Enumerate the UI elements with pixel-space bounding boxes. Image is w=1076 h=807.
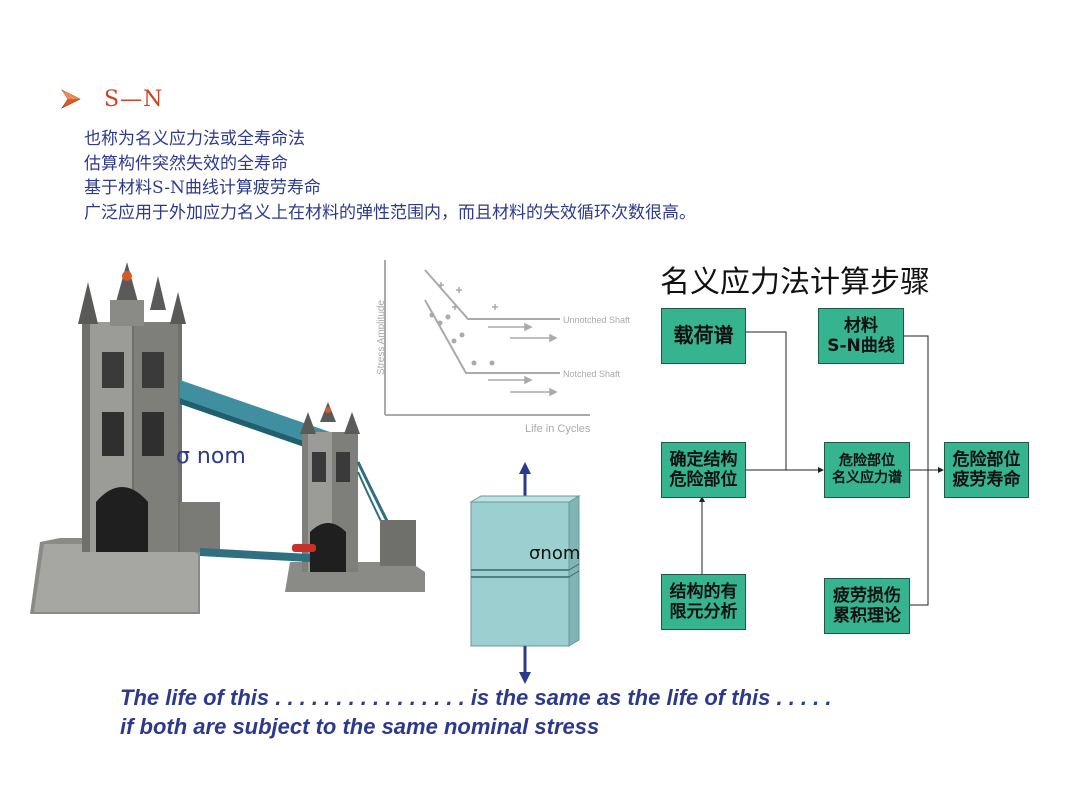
block-sigma-label: σnom — [529, 543, 580, 564]
arrow-bullet-icon — [61, 89, 81, 109]
flow-box-nominal-stress-spectrum: 危险部位 名义应力谱 — [824, 442, 910, 498]
unnotched-data-points — [438, 282, 498, 310]
heading-title: S—N — [104, 86, 164, 112]
description-line: 基于材料S-N曲线计算疲劳寿命 — [84, 178, 321, 198]
flow-box-damage-theory: 疲劳损伤 累积理论 — [824, 578, 910, 634]
flow-box-material-sn: 材料 S-N曲线 — [818, 308, 904, 364]
section-heading: S—N — [60, 84, 163, 114]
description-list: 也称为名义应力法或全寿命法 估算构件突然失效的全寿命 基于材料S-N曲线计算疲劳… — [84, 127, 696, 225]
unnotched-label: Unnotched Shaft — [563, 315, 631, 325]
specimen-block-illustration: σnom — [469, 462, 581, 684]
caption-line-1: The life of this . . . . . . . . . . . .… — [120, 685, 832, 710]
caption-line-2: if both are subject to the same nominal … — [120, 714, 600, 739]
description-line: 广泛应用于外加应力名义上在材料的弹性范围内，而且材料的失效循环次数很高。 — [84, 202, 696, 223]
unnotched-curve — [424, 269, 560, 320]
arrow-down-icon — [519, 672, 531, 684]
y-axis-label: Stress Amplitude — [376, 300, 387, 375]
bridge-sigma-label: σ nom — [176, 444, 246, 469]
flow-box-critical-location: 确定结构 危险部位 — [661, 442, 746, 498]
flow-box-finite-element: 结构的有 限元分析 — [661, 574, 746, 630]
notched-label: Notched Shaft — [563, 369, 621, 379]
notched-data-points — [429, 312, 495, 366]
x-axis-label: Life in Cycles — [525, 423, 591, 435]
arrow-up-icon — [519, 462, 531, 474]
steps-title: 名义应力法计算步骤 — [660, 265, 930, 300]
tower-bridge-illustration: σ nom — [30, 262, 425, 614]
sn-curve-chart: Stress Amplitude Life in Cycles Unnotche… — [376, 260, 631, 435]
description-line: 也称为名义应力法或全寿命法 — [84, 129, 305, 149]
runout-arrows — [488, 322, 558, 397]
flow-box-load-spectrum: 载荷谱 — [661, 308, 746, 364]
caption: The life of this . . . . . . . . . . . .… — [120, 683, 831, 741]
flow-box-fatigue-life: 危险部位 疲劳寿命 — [944, 442, 1029, 498]
description-line: 估算构件突然失效的全寿命 — [84, 153, 288, 174]
